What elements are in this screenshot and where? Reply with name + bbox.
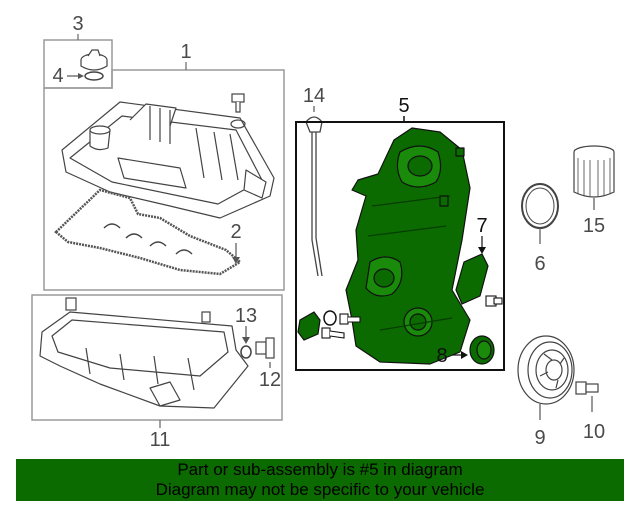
tensioner-cover-bolt <box>485 295 503 307</box>
valve-cover-bolt <box>230 93 246 129</box>
callout-4: 4 <box>52 65 63 87</box>
oil-filter <box>573 145 615 198</box>
drain-plug-bolt <box>255 337 275 359</box>
oil-cap-seal <box>84 71 104 81</box>
crankshaft-pulley <box>517 335 575 405</box>
crankshaft-oil-seal <box>469 335 495 365</box>
callout-7: 7 <box>476 215 487 237</box>
parts-diagram: 3 4 1 2 11 <box>31 13 615 451</box>
callout-8: 8 <box>436 345 447 367</box>
callout-13: 13 <box>235 305 257 327</box>
group-box-11 <box>31 294 283 421</box>
oil-pan-dowel <box>201 311 211 323</box>
callout-10: 10 <box>583 421 605 443</box>
cover-bolt-lower <box>321 327 345 339</box>
info-banner: Part or sub-assembly is #5 in diagram Di… <box>16 459 624 501</box>
pulley-bolt <box>575 381 599 395</box>
info-banner-bg <box>16 459 624 501</box>
timing-chain-case <box>345 127 471 365</box>
banner-line-1: Part or sub-assembly is #5 in diagram <box>177 460 463 479</box>
callout-3: 3 <box>72 13 83 35</box>
cover-seal-plate <box>297 311 321 341</box>
drain-plug-washer <box>240 345 252 359</box>
banner-line-2: Diagram may not be specific to your vehi… <box>155 480 485 499</box>
group-box-1 <box>43 69 285 291</box>
group-box-5 <box>295 121 505 371</box>
oil-pan-plug-small <box>65 297 77 311</box>
chain-tensioner-cover <box>455 253 489 305</box>
callout-1: 1 <box>180 41 191 63</box>
oil-filter-gasket <box>521 183 559 229</box>
valve-cover <box>61 101 275 219</box>
callout-14: 14 <box>303 85 325 107</box>
callout-9: 9 <box>534 427 545 449</box>
oil-filler-cap <box>80 49 108 71</box>
callout-12: 12 <box>259 369 281 391</box>
callout-6: 6 <box>534 253 545 275</box>
callout-11: 11 <box>150 429 171 451</box>
valve-cover-gasket <box>54 188 243 276</box>
oil-dipstick <box>305 116 323 277</box>
callout-5: 5 <box>398 95 409 117</box>
callout-2: 2 <box>230 221 241 243</box>
cover-bolt-upper <box>339 313 361 325</box>
oil-pan <box>39 311 249 409</box>
callout-15: 15 <box>583 215 605 237</box>
cover-oring <box>323 310 337 326</box>
